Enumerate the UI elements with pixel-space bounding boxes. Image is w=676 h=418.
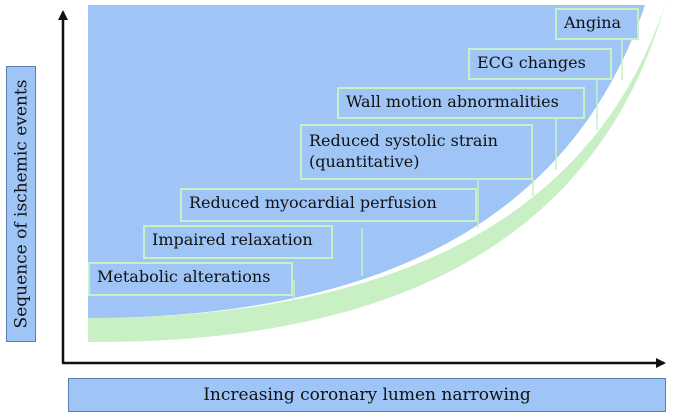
step-angina: Angina: [555, 8, 639, 40]
y-axis-label-text: Sequence of ischemic events: [11, 79, 31, 329]
step-ecg-changes: ECG changes: [468, 48, 612, 80]
x-axis-label: Increasing coronary lumen narrowing: [68, 378, 666, 412]
step-impaired-relaxation: Impaired relaxation: [143, 225, 333, 259]
step-reduced-systolic-strain: Reduced systolic strain (quantitative): [300, 124, 533, 180]
x-axis-label-text: Increasing coronary lumen narrowing: [203, 385, 531, 405]
step-metabolic-alterations: Metabolic alterations: [88, 262, 293, 296]
step-reduced-myocardial-perfusion: Reduced myocardial perfusion: [180, 188, 477, 222]
y-axis-label: Sequence of ischemic events: [6, 66, 36, 342]
step-wall-motion-abnormalities: Wall motion abnormalities: [337, 87, 585, 119]
step-guide-lines: [293, 40, 623, 300]
